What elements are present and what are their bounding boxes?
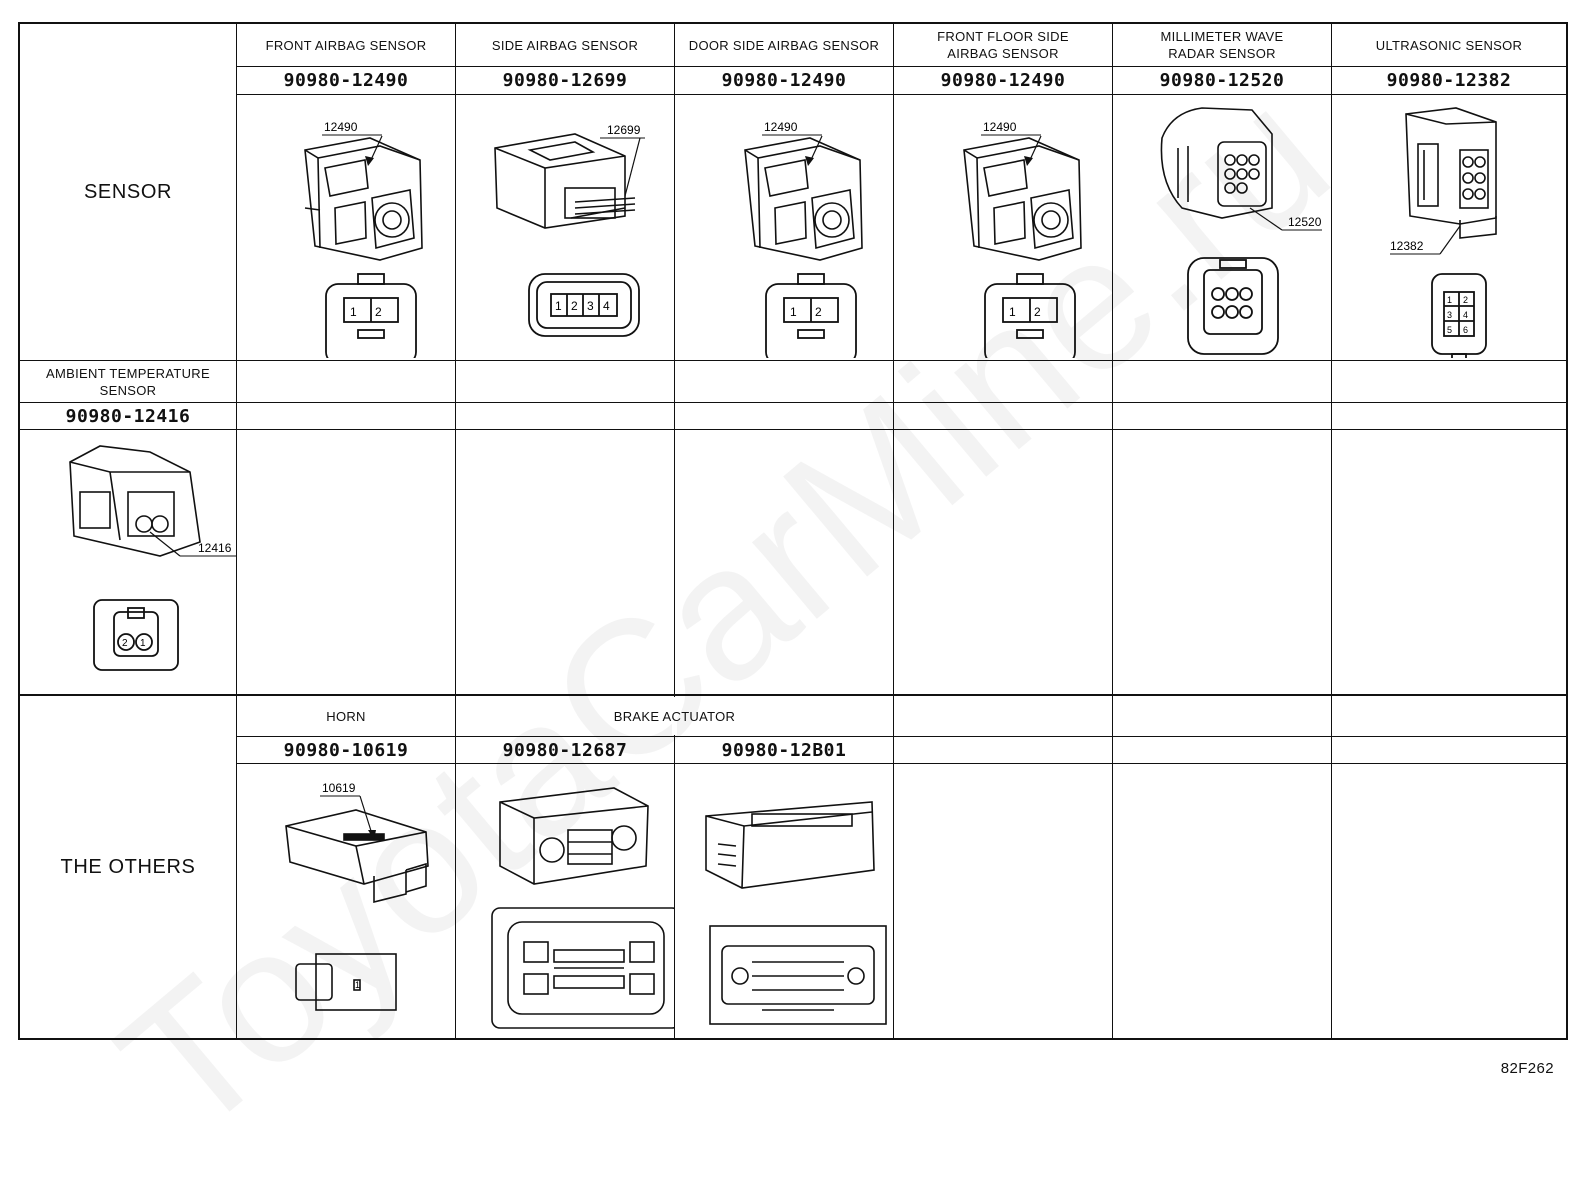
row-label-the-others: THE OTHERS xyxy=(60,855,196,878)
part-number: 90980-12416 xyxy=(65,405,191,427)
part-number: 90980-10619 xyxy=(283,739,409,761)
pin-number: 2 xyxy=(815,305,822,319)
connector-10619-illustration: 10619 1 xyxy=(285,781,429,1011)
callout-label: 12490 xyxy=(983,120,1017,134)
connector-12490-illustration: 12490 1 2 xyxy=(963,120,1082,358)
header-line: AIRBAG SENSOR xyxy=(947,46,1059,61)
part-number: 90980-12520 xyxy=(1159,70,1285,91)
pin-number: 2 xyxy=(122,638,128,649)
connector-12B01-illustration xyxy=(705,801,887,1025)
pin-number: 3 xyxy=(587,299,594,313)
callout-label: 12416 xyxy=(198,541,232,555)
header-line: FRONT FLOOR SIDE xyxy=(937,29,1069,44)
col-rule-5 xyxy=(1112,24,1113,1038)
col-rule-4 xyxy=(893,24,894,1038)
pin-number: 2 xyxy=(1034,305,1041,319)
part-number: 90980-12490 xyxy=(940,70,1066,91)
col-header-horn: HORN xyxy=(326,709,366,724)
rule-others-top xyxy=(20,694,1566,696)
col-header-front-airbag-sensor: FRONT AIRBAG SENSOR xyxy=(265,37,427,53)
callout-label: 12382 xyxy=(1390,239,1424,253)
pin-number: 2 xyxy=(571,299,578,313)
part-number: 90980-12490 xyxy=(721,70,847,91)
col-header-millimeter-wave-radar-sensor: MILLIMETER WAVE RADAR SENSOR xyxy=(1113,24,1331,66)
callout-label: 12490 xyxy=(324,120,358,134)
col-header-ambient-temperature-sensor: AMBIENT TEMPERATURE SENSOR xyxy=(20,361,236,402)
rule-ambient-pn xyxy=(20,429,1566,430)
connector-12382-illustration: 12382 1 2 3 4 5 6 xyxy=(1390,107,1497,358)
col-header-front-floor-side-airbag-sensor: FRONT FLOOR SIDE AIRBAG SENSOR xyxy=(894,24,1112,66)
callout-label: 12520 xyxy=(1288,215,1322,229)
header-line: SENSOR xyxy=(99,382,157,398)
part-number: 90980-12382 xyxy=(1386,70,1512,91)
pin-number: 1 xyxy=(555,299,562,313)
rule-others-header xyxy=(236,736,1566,737)
connector-12687-illustration xyxy=(491,787,674,1029)
rule-ambient-header xyxy=(20,402,1566,403)
col-header-door-side-airbag-sensor: DOOR SIDE AIRBAG SENSOR xyxy=(688,37,880,53)
pin-number: 1 xyxy=(355,980,360,990)
col-rule-1 xyxy=(236,24,237,1038)
col-header-ultrasonic-sensor: ULTRASONIC SENSOR xyxy=(1375,37,1523,53)
connector-12490-illustration: 12490 1 2 xyxy=(304,120,423,358)
pin-number: 2 xyxy=(1463,295,1468,305)
rule-sensor-bottom xyxy=(20,360,1566,361)
col-rule-2 xyxy=(455,24,456,1038)
part-number: 90980-12699 xyxy=(502,70,628,91)
merged-cell-mask xyxy=(672,697,677,735)
rule-sensor-header xyxy=(236,66,1566,67)
callout-label: 12699 xyxy=(607,123,641,137)
connector-12699-illustration: 12699 1 2 3 4 xyxy=(494,123,645,337)
col-rule-3 xyxy=(674,24,675,1038)
col-header-brake-actuator: BRAKE ACTUATOR xyxy=(613,709,736,724)
pin-number: 3 xyxy=(1447,310,1452,320)
callout-label: 10619 xyxy=(322,781,356,795)
callout-label: 12490 xyxy=(764,120,798,134)
part-number: 90980-12B01 xyxy=(721,739,847,761)
pin-number: 4 xyxy=(1463,310,1468,320)
part-number: 90980-12490 xyxy=(283,70,409,91)
figure-id: 82F262 xyxy=(1500,1060,1554,1077)
pin-number: 1 xyxy=(350,305,357,319)
connector-12490-illustration: 12490 1 2 xyxy=(744,120,863,358)
pin-number: 1 xyxy=(1009,305,1016,319)
pin-number: 1 xyxy=(1447,295,1452,305)
part-number: 90980-12687 xyxy=(502,739,628,761)
connector-12416-illustration: 12416 2 1 xyxy=(69,445,236,671)
pin-number: 4 xyxy=(603,299,610,313)
pin-number: 1 xyxy=(140,638,146,649)
pin-number: 6 xyxy=(1463,325,1468,335)
row-label-sensor: SENSOR xyxy=(83,180,173,203)
rule-others-pn xyxy=(236,763,1566,764)
header-line: AMBIENT TEMPERATURE xyxy=(46,365,210,381)
rule-sensor-pn xyxy=(236,94,1566,95)
header-line: RADAR SENSOR xyxy=(1168,46,1276,61)
pin-number: 1 xyxy=(790,305,797,319)
connector-table: SENSOR FRONT AIRBAG SENSOR SIDE AIRBAG S… xyxy=(18,22,1568,1040)
connector-12520-illustration: 12520 xyxy=(1160,107,1322,355)
col-header-side-airbag-sensor: SIDE AIRBAG SENSOR xyxy=(491,37,639,53)
col-rule-6 xyxy=(1331,24,1332,1038)
pin-number: 5 xyxy=(1447,325,1452,335)
header-line: MILLIMETER WAVE xyxy=(1160,29,1284,44)
pin-number: 2 xyxy=(375,305,382,319)
